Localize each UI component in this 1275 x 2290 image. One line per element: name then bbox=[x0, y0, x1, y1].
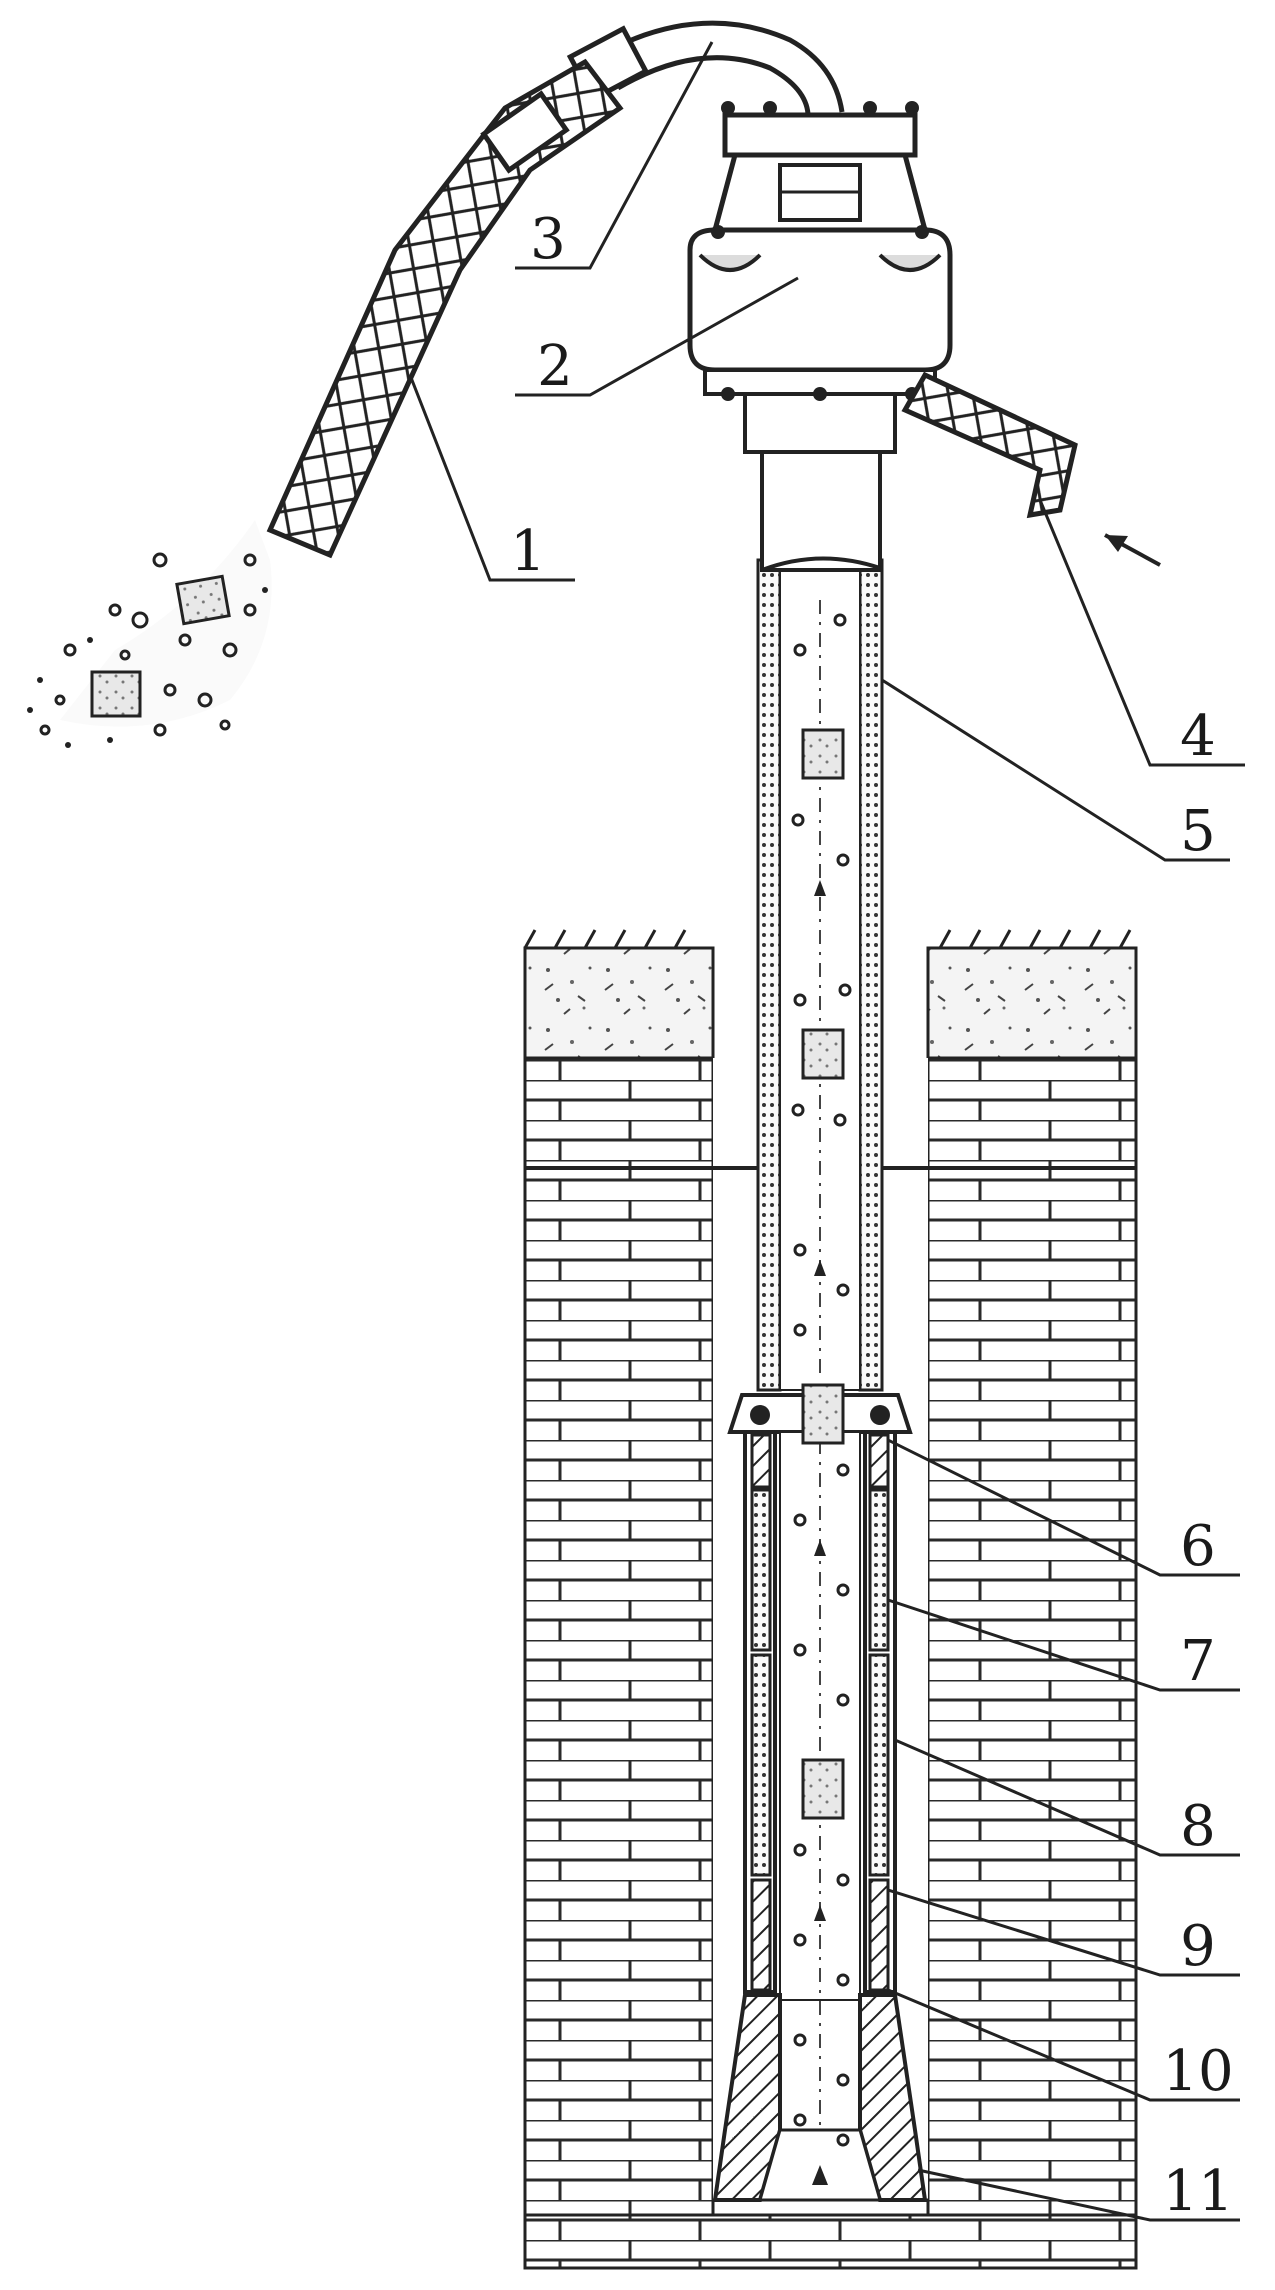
kelly-stub-body bbox=[760, 448, 882, 572]
leader-line-2 bbox=[515, 276, 799, 397]
guide-sleeve-right bbox=[868, 1878, 890, 1992]
swivel-head bbox=[687, 101, 953, 401]
air-distributor-left bbox=[750, 1488, 772, 1652]
callout-7: 7 bbox=[1180, 1629, 1216, 1694]
piston-right bbox=[868, 1653, 890, 1877]
drill-pipe-outer-wall-right bbox=[858, 558, 884, 1392]
kelly-stub bbox=[743, 388, 897, 572]
drill-pipe-outer-wall-left bbox=[756, 558, 782, 1392]
swivel-head-main-body bbox=[687, 227, 953, 373]
guide-sleeve-left bbox=[750, 1878, 772, 1992]
soil-layer-left bbox=[523, 946, 715, 1060]
gooseneck-outer bbox=[598, 20, 845, 113]
air-supply-hose-body bbox=[901, 371, 1078, 519]
callout-3: 3 bbox=[530, 207, 566, 272]
leader-line-7 bbox=[887, 1598, 1240, 1692]
soil-layer-right bbox=[926, 946, 1138, 1060]
leader-line-6 bbox=[887, 1438, 1240, 1577]
rock-chunk bbox=[175, 574, 231, 626]
leader-lines bbox=[408, 41, 1245, 2222]
callout-5: 5 bbox=[1180, 799, 1216, 864]
leader-line-1 bbox=[408, 374, 575, 582]
downhole-hammer bbox=[712, 1393, 928, 2202]
callout-9: 9 bbox=[1180, 1914, 1216, 1979]
callout-2: 2 bbox=[537, 334, 573, 399]
rock-layer-left bbox=[523, 1056, 715, 2270]
ground-surface-hatching bbox=[523, 929, 1132, 949]
rock-chunk bbox=[801, 728, 845, 780]
swivel-head-cap bbox=[722, 112, 918, 158]
discharge-hose-body bbox=[266, 58, 624, 559]
leader-line-4 bbox=[1038, 499, 1245, 767]
hose-coupling bbox=[480, 90, 570, 174]
leader-line-5 bbox=[881, 678, 1230, 862]
callout-1: 1 bbox=[510, 519, 546, 584]
cuttings-in-pipe bbox=[791, 613, 852, 2185]
gooseneck-inner bbox=[616, 55, 811, 115]
rock-chunk bbox=[801, 1028, 845, 1080]
air-distributor-right bbox=[868, 1488, 890, 1652]
rock-layer-right bbox=[926, 1056, 1138, 2270]
air-supply-hose bbox=[901, 371, 1161, 567]
callout-11: 11 bbox=[1162, 2159, 1233, 2224]
rock-layer-bottom bbox=[523, 2213, 1138, 2270]
leader-line-3 bbox=[515, 41, 714, 270]
piston-left bbox=[750, 1653, 772, 1877]
cuttings-spray bbox=[27, 520, 272, 748]
leader-line-9 bbox=[887, 1888, 1240, 1977]
check-valve-left bbox=[750, 1433, 772, 1489]
callout-6: 6 bbox=[1180, 1514, 1216, 1579]
discharge-hose bbox=[266, 58, 624, 559]
callout-labels: 1 2 3 4 5 6 7 8 9 10 11 bbox=[510, 207, 1233, 2224]
callout-4: 4 bbox=[1180, 704, 1216, 769]
rock-chunk bbox=[801, 1383, 845, 1445]
callout-8: 8 bbox=[1180, 1794, 1216, 1859]
leader-line-10 bbox=[887, 1988, 1240, 2102]
borehole-bottom-line bbox=[711, 2198, 930, 2217]
callout-10: 10 bbox=[1162, 2039, 1233, 2104]
check-valve-right bbox=[868, 1433, 890, 1489]
rock-chunk bbox=[801, 1758, 845, 1820]
leader-line-11 bbox=[917, 2168, 1240, 2222]
rock-chunk bbox=[90, 670, 142, 718]
leader-line-8 bbox=[894, 1738, 1240, 1857]
